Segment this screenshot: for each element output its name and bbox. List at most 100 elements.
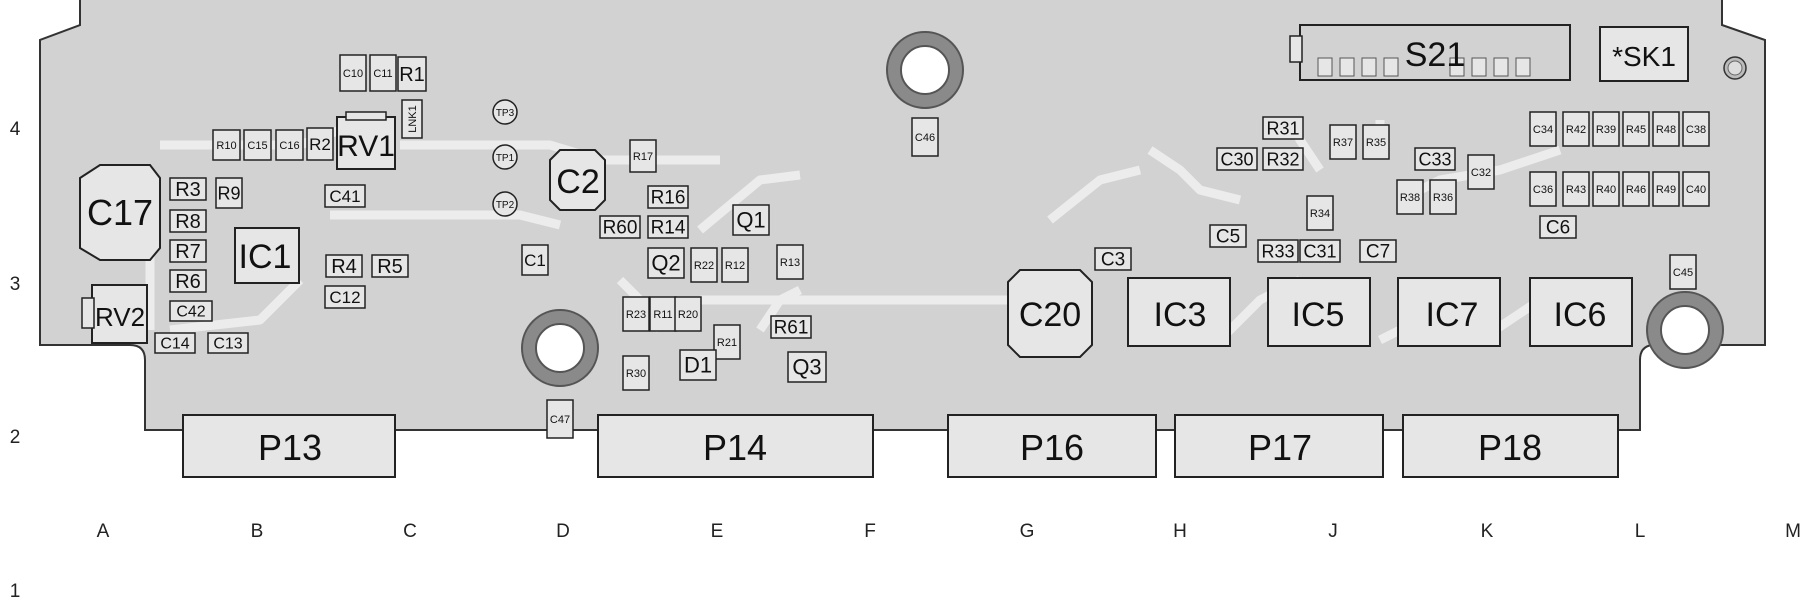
- component-r8: R8: [169, 209, 207, 233]
- label-c46: C46: [915, 132, 935, 144]
- component-r33: R33: [1257, 239, 1299, 263]
- component-c13: C13: [207, 332, 249, 354]
- component-c31: C31: [1299, 239, 1341, 263]
- trimmer-rv2: RV2: [81, 284, 148, 344]
- ic-ic5: IC5: [1267, 277, 1371, 347]
- label-r12: R12: [725, 260, 745, 272]
- label-c15: C15: [247, 140, 267, 152]
- label-c20: C20: [1019, 296, 1081, 334]
- component-r61: R61: [770, 315, 812, 339]
- component-c14: C14: [154, 332, 196, 354]
- label-r43: R43: [1566, 184, 1586, 196]
- component-q3: Q3: [787, 351, 827, 383]
- ic-ic1: IC1: [234, 227, 300, 284]
- component-r60: R60: [599, 215, 641, 239]
- component-r36: R36: [1429, 179, 1457, 215]
- mounting-hole-top: [886, 31, 964, 109]
- label-rv2: RV2: [95, 302, 145, 332]
- column-label-d: D: [556, 521, 570, 542]
- component-c16: C16: [275, 129, 304, 161]
- label-q3: Q3: [792, 355, 821, 380]
- component-c7: C7: [1359, 239, 1397, 263]
- label-ic1: IC1: [239, 238, 292, 276]
- label-c30: C30: [1220, 149, 1253, 169]
- label-s21: S21: [1405, 36, 1466, 74]
- connector-p13: P13: [182, 414, 396, 478]
- label-c10: C10: [343, 68, 363, 80]
- label-c34: C34: [1533, 124, 1553, 136]
- label-ic6: IC6: [1554, 296, 1607, 334]
- component-c38: C38: [1682, 111, 1710, 147]
- label-c11: C11: [373, 68, 392, 80]
- label-r22: R22: [694, 260, 714, 272]
- label-r32: R32: [1266, 149, 1299, 169]
- component-r32: R32: [1262, 147, 1304, 171]
- component-c11: C11: [369, 54, 397, 92]
- label-r49: R49: [1656, 184, 1676, 196]
- label-r1: R1: [399, 64, 425, 86]
- component-lnk1: LNK1: [401, 99, 423, 139]
- connector-s21: S21: [1289, 24, 1571, 81]
- component-r49: R49: [1652, 171, 1680, 207]
- label-c33: C33: [1418, 149, 1451, 169]
- label-r6: R6: [175, 271, 201, 293]
- testpoint-tp2: TP2: [492, 191, 518, 217]
- component-d1: D1: [679, 349, 717, 381]
- connector-p17: P17: [1174, 414, 1384, 478]
- component-r31: R31: [1262, 116, 1304, 140]
- label-q2: Q2: [651, 251, 680, 276]
- row-label-3: 3: [10, 274, 21, 295]
- label-d1: D1: [684, 353, 712, 378]
- column-label-e: E: [711, 521, 724, 542]
- component-r48: R48: [1652, 111, 1680, 147]
- component-q1: Q1: [732, 204, 770, 236]
- component-c33: C33: [1414, 147, 1456, 171]
- component-r38: R38: [1396, 179, 1424, 215]
- component-r16: R16: [647, 185, 689, 209]
- component-c36: C36: [1529, 171, 1557, 207]
- component-r45: R45: [1622, 111, 1650, 147]
- label-r46: R46: [1626, 184, 1646, 196]
- label-r3: R3: [175, 179, 201, 201]
- component-r37: R37: [1329, 124, 1357, 160]
- label-r37: R37: [1333, 137, 1353, 149]
- component-r39: R39: [1592, 111, 1620, 147]
- capacitor-c2: C2: [549, 149, 606, 211]
- capacitor-c17: C17: [79, 164, 161, 261]
- component-c40: C40: [1682, 171, 1710, 207]
- label-c40: C40: [1686, 184, 1706, 196]
- label-c16: C16: [279, 140, 299, 152]
- label-r8: R8: [175, 211, 201, 233]
- row-label-4: 4: [10, 119, 21, 140]
- label-c17: C17: [87, 192, 153, 233]
- label-r14: R14: [651, 218, 686, 239]
- component-r46: R46: [1622, 171, 1650, 207]
- connector-p18: P18: [1402, 414, 1619, 478]
- row-label-2: 2: [10, 427, 21, 448]
- component-c3: C3: [1094, 247, 1132, 271]
- component-r34: R34: [1306, 195, 1334, 231]
- mounting-hole-bottom-right: [1646, 291, 1724, 369]
- label-tp3: TP3: [496, 108, 515, 119]
- component-c6: C6: [1539, 215, 1577, 239]
- component-c47: C47: [546, 399, 574, 439]
- column-label-g: G: [1020, 521, 1035, 542]
- label-r5: R5: [377, 256, 403, 278]
- label-c31: C31: [1303, 241, 1336, 261]
- label-c32: C32: [1471, 167, 1491, 179]
- component-r35: R35: [1362, 124, 1390, 160]
- label-c41: C41: [329, 187, 360, 206]
- label-c12: C12: [329, 288, 360, 307]
- label-lnk1: LNK1: [407, 105, 419, 133]
- label-c36: C36: [1533, 184, 1553, 196]
- component-r9: R9: [215, 177, 243, 209]
- label-r42: R42: [1566, 124, 1586, 136]
- label-r17: R17: [633, 151, 653, 163]
- component-r14: R14: [647, 215, 689, 239]
- component-r17: R17: [629, 139, 657, 173]
- component-c1: C1: [521, 244, 549, 276]
- component-r3: R3: [169, 177, 207, 201]
- component-c10: C10: [339, 54, 367, 92]
- column-label-a: A: [97, 521, 110, 542]
